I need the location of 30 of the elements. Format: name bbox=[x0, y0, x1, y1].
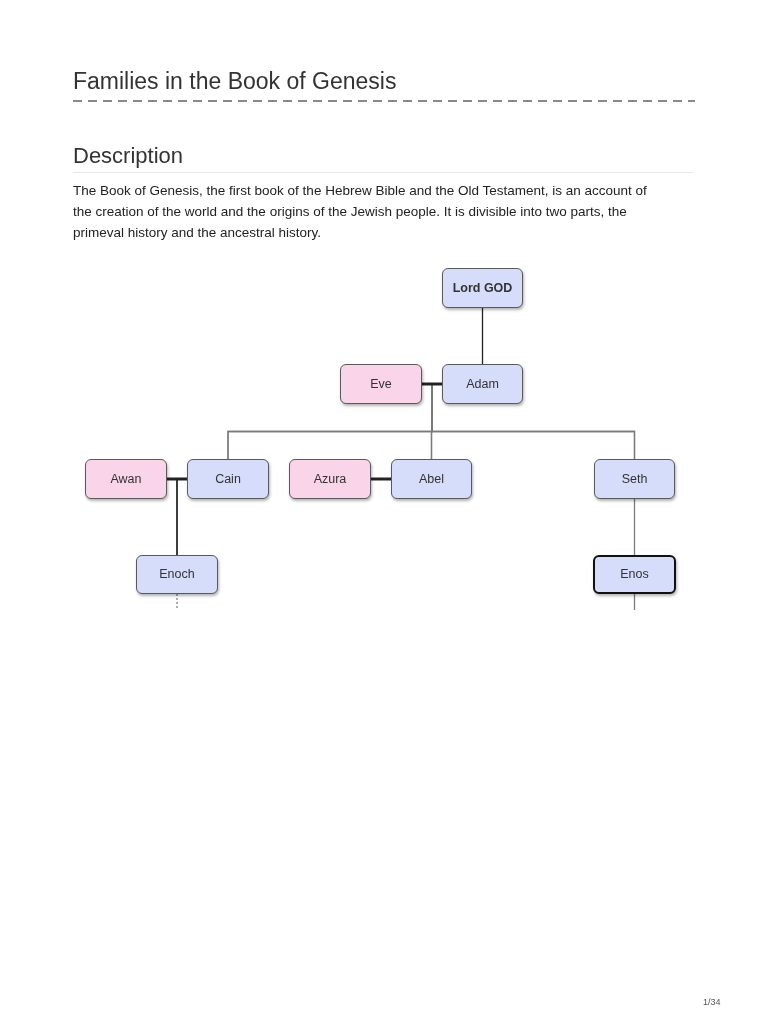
description-paragraph: The Book of Genesis, the first book of the Hebrew Bible and the Old Testament, is an account of the creation of the world and the origins of the Jewish people. It is divisible into two parts, the primeval history and the ancestral history. bbox=[73, 182, 648, 242]
person-name: Adam bbox=[466, 376, 499, 392]
page-title: Families in the Book of Genesis bbox=[73, 67, 397, 95]
connector-line bbox=[176, 593, 178, 609]
connector-line bbox=[633, 498, 636, 556]
connector-line bbox=[422, 382, 442, 386]
person-box bbox=[85, 459, 167, 499]
person-name: Enoch bbox=[159, 567, 195, 582]
person-name: Abel bbox=[419, 471, 444, 487]
person-name: Lord GOD bbox=[452, 280, 513, 296]
person-name: Awan bbox=[110, 471, 142, 487]
person-box bbox=[594, 459, 675, 499]
person-name: Eve bbox=[370, 376, 392, 392]
connector-line bbox=[481, 307, 484, 365]
person-box bbox=[340, 364, 422, 404]
person-box bbox=[289, 459, 371, 499]
person-name: Seth bbox=[621, 471, 648, 487]
connector-line bbox=[167, 477, 187, 481]
person-name: Enos bbox=[620, 567, 649, 582]
person-name: Cain bbox=[215, 471, 241, 487]
section-heading: Description bbox=[73, 142, 184, 169]
page-number: 1/34 bbox=[703, 997, 721, 1008]
person-name: Azura bbox=[313, 471, 347, 487]
connector-line bbox=[371, 477, 391, 481]
person-box bbox=[593, 555, 676, 594]
person-box bbox=[136, 555, 218, 594]
person-box bbox=[187, 459, 269, 499]
person-box bbox=[391, 459, 472, 499]
person-box bbox=[442, 268, 523, 308]
person-box bbox=[442, 364, 523, 404]
